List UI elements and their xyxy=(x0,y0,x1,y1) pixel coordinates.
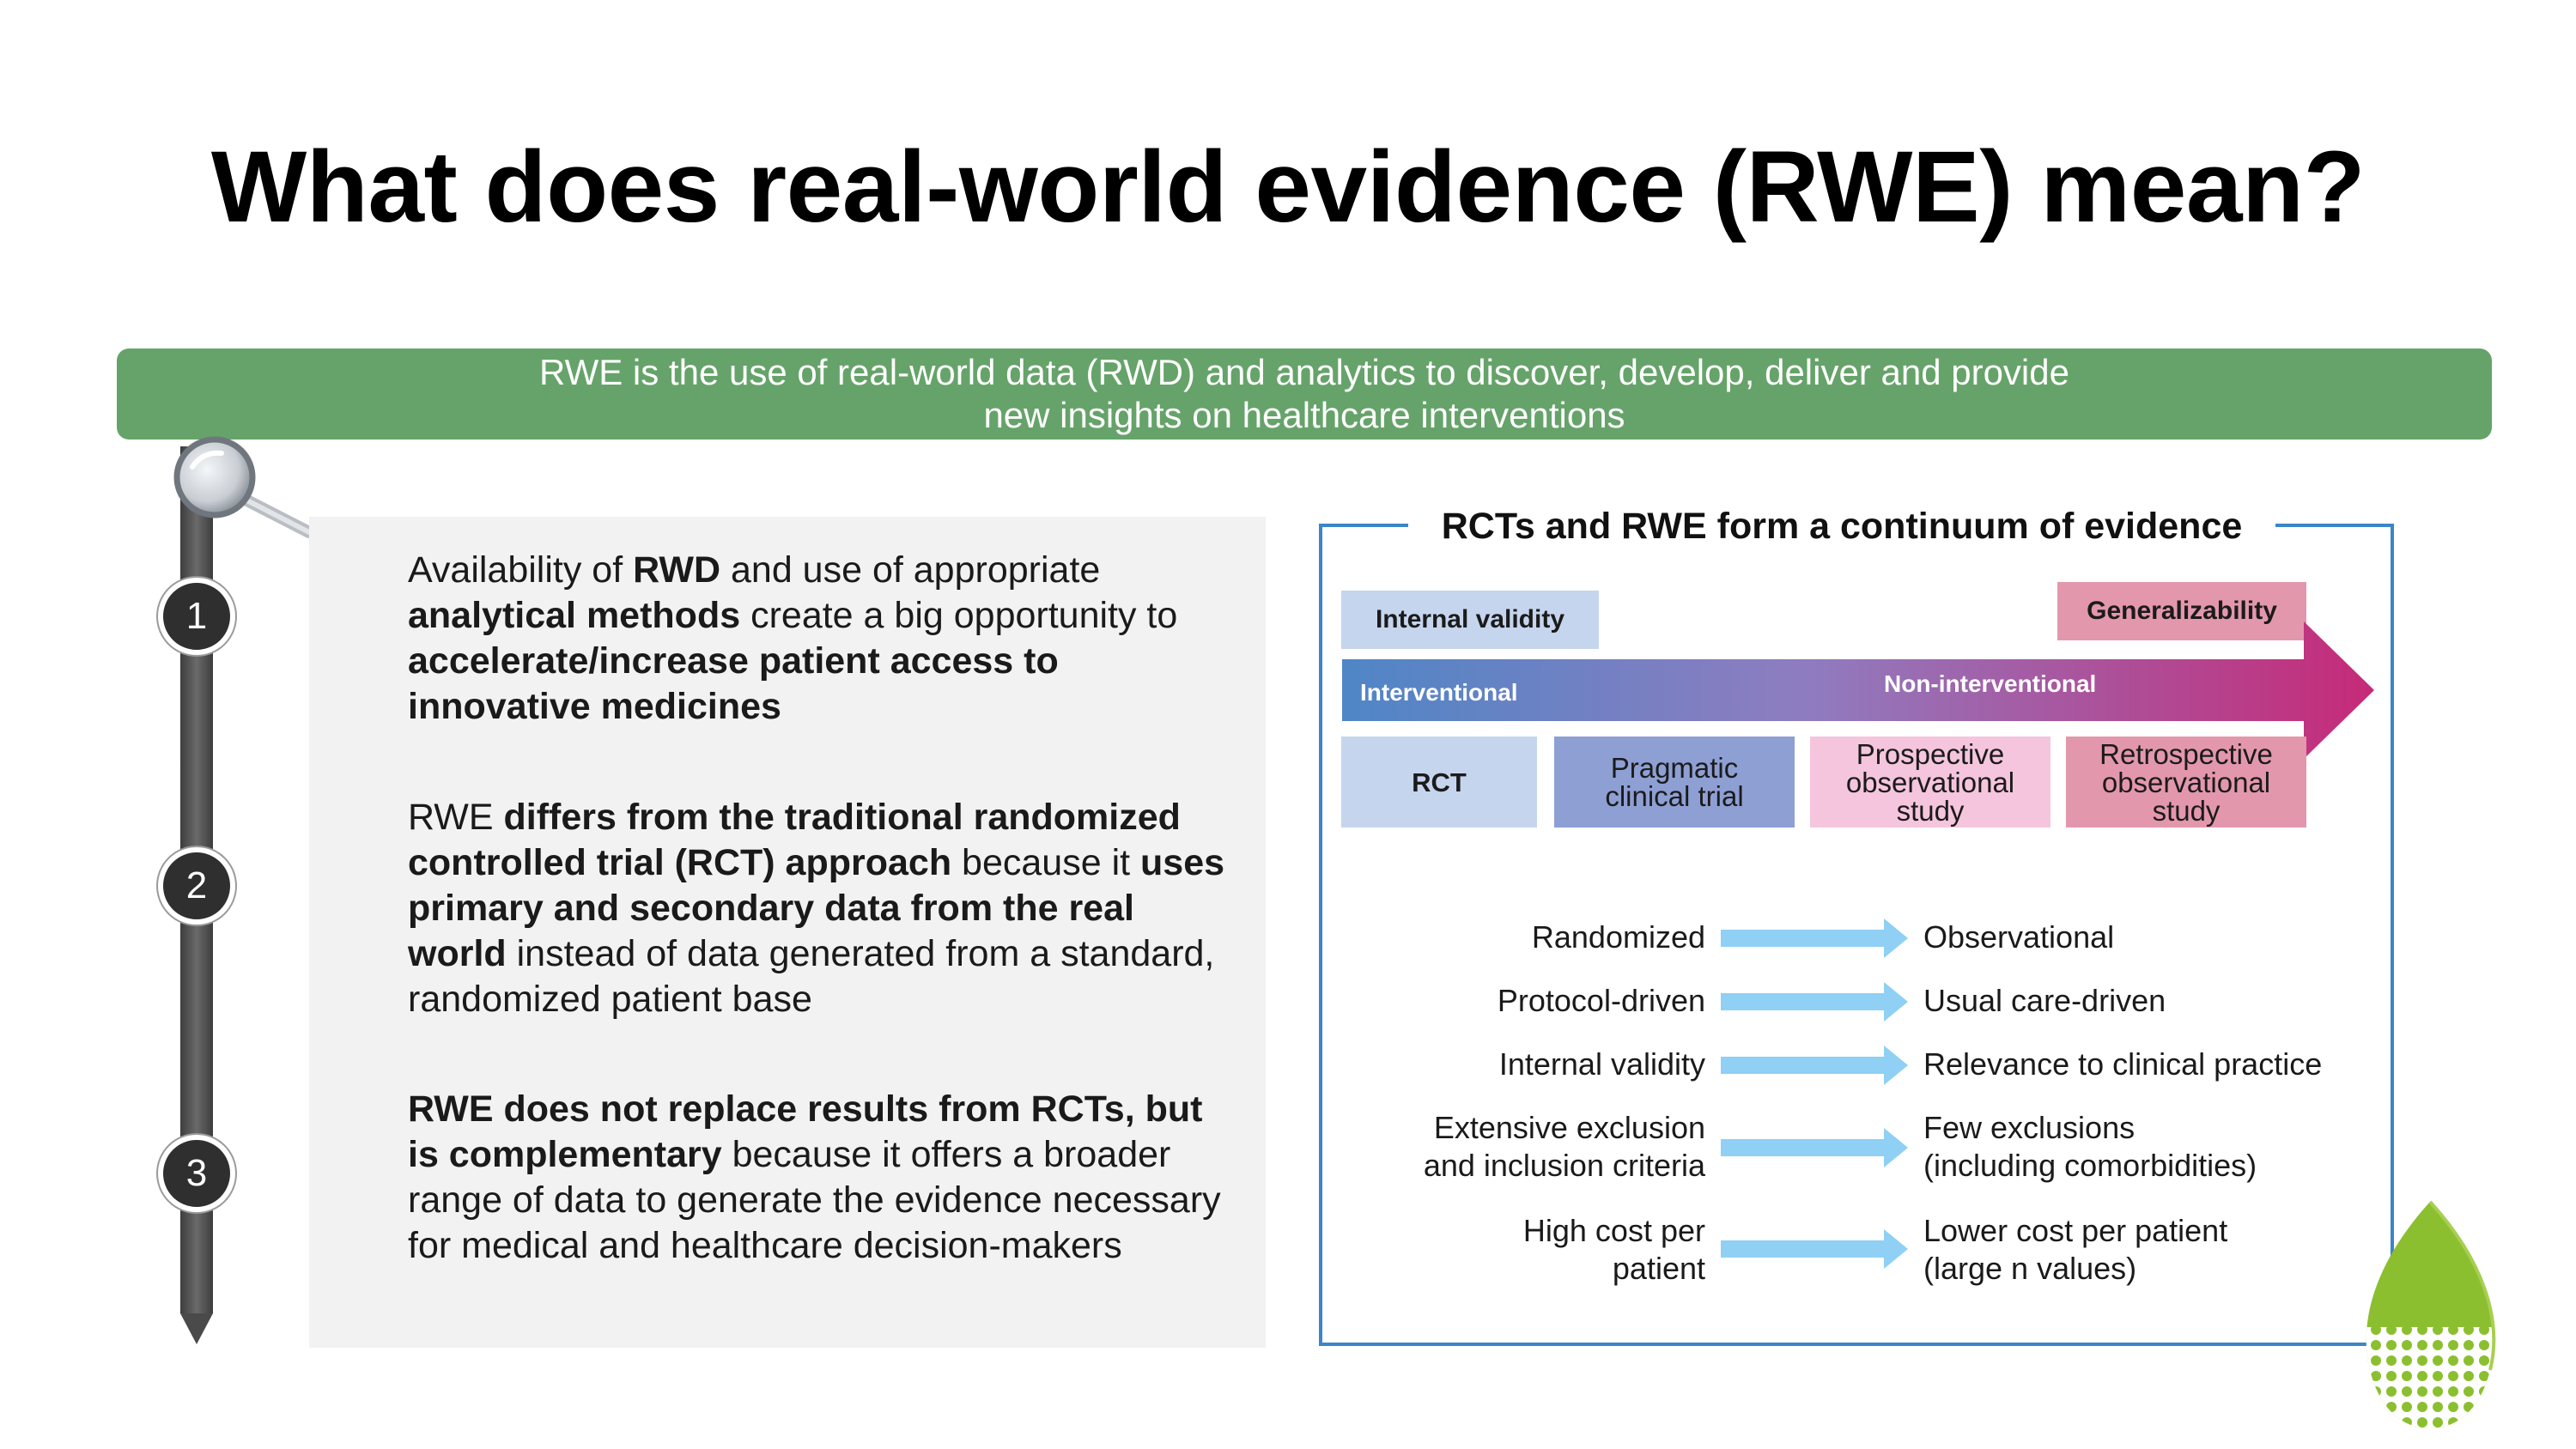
comparison-left-4: Extensive exclusion and inclusion criter… xyxy=(1423,1110,1705,1183)
banner-line-2: new insights on healthcare interventions xyxy=(983,395,1625,435)
comparison-arrow-4 xyxy=(1721,1128,1908,1167)
internal-validity-tag: Internal validity xyxy=(1341,591,1599,649)
page-title: What does real-world evidence (RWE) mean… xyxy=(210,130,2366,244)
key-point-1-run-5: create a big opportunity to xyxy=(740,595,1178,636)
comparison-right-3: Relevance to clinical practice xyxy=(1923,1046,2323,1082)
timeline-arrow-tip xyxy=(180,1313,213,1344)
key-point-1-run-1: Availability of xyxy=(408,549,634,591)
comparison-left-5: High cost per patient xyxy=(1522,1213,1705,1286)
key-point-1-run-3: and use of appropriate xyxy=(720,549,1101,591)
study-retrospective-observational: Retrospective observational study xyxy=(2066,737,2306,828)
step-1-marker: 1 xyxy=(158,578,235,655)
non-interventional-label: Non-interventional xyxy=(1884,670,2097,697)
step-2-marker: 2 xyxy=(158,847,235,925)
comparison-arrow-5 xyxy=(1721,1229,1908,1269)
key-point-2-run-1: RWE xyxy=(408,797,504,838)
key-point-1: Availability of RWD and use of appropria… xyxy=(408,548,1232,730)
generalizability-tag: Generalizability xyxy=(2057,582,2306,640)
continuum-title: RCTs and RWE form a continuum of evidenc… xyxy=(1408,503,2275,549)
comparison-arrow-3 xyxy=(1721,1046,1908,1085)
comparison-left-3: Internal validity xyxy=(1498,1046,1705,1082)
evidence-continuum-arrow xyxy=(1342,621,2374,759)
comparison-left-1: Randomized xyxy=(1531,919,1705,955)
study-pragmatic-trial: Pragmatic clinical trial xyxy=(1554,737,1795,828)
key-point-2-run-3: because it xyxy=(951,842,1141,883)
interventional-label: Interventional xyxy=(1360,679,1518,706)
comparison-arrow-2 xyxy=(1721,982,1908,1022)
key-point-1-run-2: RWD xyxy=(633,549,721,591)
study-rct: RCT xyxy=(1341,737,1537,828)
comparison-left-2: Protocol-driven xyxy=(1497,983,1705,1018)
comparison-arrow-1 xyxy=(1721,919,1908,958)
key-point-2-run-5: instead of data generated from a standar… xyxy=(408,933,1215,1020)
key-point-2-run-2: differs from the traditional randomized … xyxy=(408,797,1181,883)
key-point-3: RWE does not replace results from RCTs, … xyxy=(408,1087,1232,1269)
comparison-right-2: Usual care-driven xyxy=(1923,983,2166,1018)
key-point-3-run-1: RWE does not replace results from RCTs, … xyxy=(408,1088,1203,1175)
key-point-2: RWE differs from the traditional randomi… xyxy=(408,795,1232,1022)
comparison-right-5: Lower cost per patient (large n values) xyxy=(1923,1213,2228,1286)
magnifier-icon xyxy=(173,436,315,538)
definition-banner: RWE is the use of real-world data (RWD) … xyxy=(117,349,2492,440)
step-3-marker: 3 xyxy=(158,1135,235,1212)
comparison-right-1: Observational xyxy=(1923,919,2115,955)
study-prospective-observational: Prospective observational study xyxy=(1810,737,2050,828)
key-point-1-run-6: accelerate/increase patient access to in… xyxy=(408,640,1059,727)
key-points-panel xyxy=(309,517,1266,1348)
key-point-2-run-4: uses primary and secondary data from the… xyxy=(408,842,1225,974)
comparison-right-4: Few exclusions (including comorbidities) xyxy=(1923,1110,2257,1183)
banner-line-1: RWE is the use of real-world data (RWD) … xyxy=(539,352,2069,392)
leaf-logo-icon xyxy=(2366,1200,2496,1428)
key-point-1-run-4: analytical methods xyxy=(408,595,741,636)
key-point-3-run-2: because it offers a broader range of dat… xyxy=(408,1134,1221,1266)
